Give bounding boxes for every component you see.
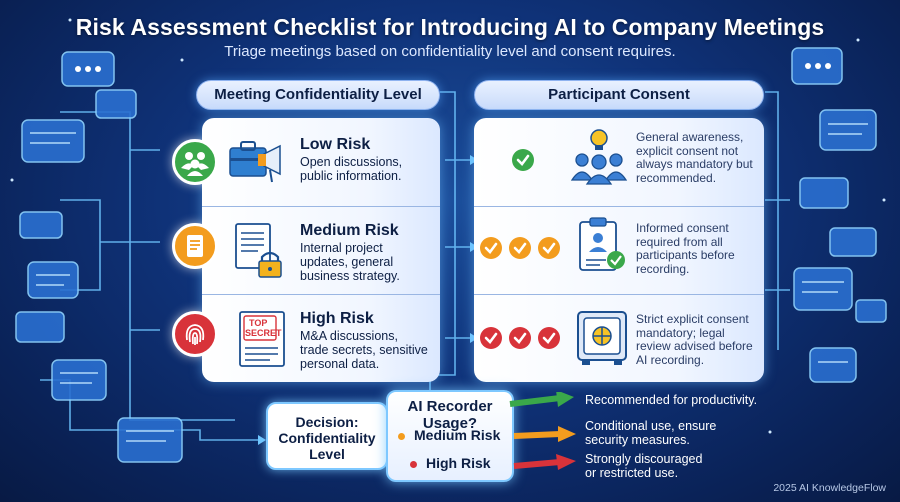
check-icon-red xyxy=(480,327,502,349)
check-icon-orange xyxy=(509,237,531,259)
consent-line: General awareness, xyxy=(636,130,744,144)
decision-line: Decision: xyxy=(295,414,359,430)
desc-line: business strategy. xyxy=(300,269,400,283)
desc-line: Internal project xyxy=(300,241,383,255)
outcome-line: security measures. xyxy=(585,433,690,447)
row-divider xyxy=(474,206,764,207)
footer-credit: 2025 AI KnowledgeFlow xyxy=(773,482,886,494)
desc-line: personal data. xyxy=(300,357,380,371)
outcome-medium: Conditional use, ensure security measure… xyxy=(585,419,716,447)
consent-line: review advised before xyxy=(636,339,753,353)
medium-consent-text: Informed consent required from all parti… xyxy=(636,221,760,276)
page-subtitle: Triage meetings based on confidentiality… xyxy=(224,43,676,60)
consent-line: AI recording. xyxy=(636,352,705,367)
decision-line: Confidentiality xyxy=(278,430,376,446)
low-risk-title: Low Risk xyxy=(300,136,371,153)
ai-recorder-title: AI Recorder Usage? xyxy=(407,398,493,432)
outcome-line: Strongly discouraged xyxy=(585,452,703,466)
consent-line: mandatory; legal xyxy=(636,325,725,340)
top-secret-stamp-bottom: SECRET xyxy=(245,328,282,338)
medium-dot xyxy=(398,433,405,440)
outcome-line: Conditional use, ensure xyxy=(585,419,717,433)
team-icon xyxy=(172,139,218,185)
ai-high-risk: High Risk xyxy=(426,455,491,471)
consent-line: Informed consent xyxy=(636,221,729,235)
ai-recorder-box xyxy=(386,390,514,482)
page-title: Risk Assessment Checklist for Introducin… xyxy=(75,14,825,40)
fingerprint-icon xyxy=(172,311,218,357)
row-divider xyxy=(202,206,440,207)
top-secret-stamp-top: TOP xyxy=(249,318,268,328)
outcome-low: Recommended for productivity. xyxy=(585,393,757,407)
briefcase-megaphone-icon xyxy=(224,134,292,186)
consent-line: required from all xyxy=(636,234,723,249)
document-icon xyxy=(172,223,218,269)
check-icon-red xyxy=(509,327,531,349)
desc-line: public information. xyxy=(300,169,402,183)
header-confidentiality: Meeting Confidentiality Level xyxy=(196,80,440,110)
check-icon-orange xyxy=(480,237,502,259)
people-lightbulb-icon xyxy=(568,126,630,188)
decision-box: Decision: Confidentiality Level xyxy=(266,402,388,470)
consent-line: recommended. xyxy=(636,170,717,185)
check-icon-green xyxy=(512,149,534,171)
high-consent-text: Strict explicit consent mandatory; legal… xyxy=(636,312,760,367)
consent-line: explicit consent not xyxy=(636,143,739,158)
ai-medium-risk: Medium Risk xyxy=(414,427,501,443)
outcome-line: or restricted use. xyxy=(585,466,679,480)
check-icon-red xyxy=(538,327,560,349)
consent-line: always mandatory but xyxy=(636,157,753,171)
vault-icon xyxy=(574,308,630,368)
top-secret-document-icon: TOP SECRET xyxy=(236,310,292,370)
clipboard-check-icon xyxy=(576,216,628,276)
desc-line: updates, general xyxy=(300,255,394,269)
row-divider xyxy=(474,294,764,295)
desc-line: M&A discussions, xyxy=(300,329,398,343)
decision-line: Level xyxy=(309,446,345,462)
medium-risk-title: Medium Risk xyxy=(300,222,399,239)
desc-line: trade secrets, sensitive xyxy=(300,343,428,357)
high-risk-title: High Risk xyxy=(300,310,374,327)
consent-line: Strict explicit consent xyxy=(636,312,749,326)
outcome-line: Recommended for productivity. xyxy=(585,393,758,407)
outcome-high: Strongly discouraged or restricted use. xyxy=(585,452,702,480)
high-dot xyxy=(410,461,417,468)
high-risk-desc: M&A discussions, trade secrets, sensitiv… xyxy=(300,329,428,371)
header-consent: Participant Consent xyxy=(474,80,764,110)
desc-line: Open discussions, xyxy=(300,155,403,169)
row-divider xyxy=(202,294,440,295)
medium-risk-desc: Internal project updates, general busine… xyxy=(300,241,400,283)
consent-line: participants before xyxy=(636,248,735,262)
outcome-arrows xyxy=(509,392,576,470)
document-lock-icon xyxy=(230,220,290,280)
low-risk-desc: Open discussions, public information. xyxy=(300,155,402,183)
check-icon-orange xyxy=(538,237,560,259)
consent-line: recording. xyxy=(636,261,690,276)
low-consent-text: General awareness, explicit consent not … xyxy=(636,130,760,185)
